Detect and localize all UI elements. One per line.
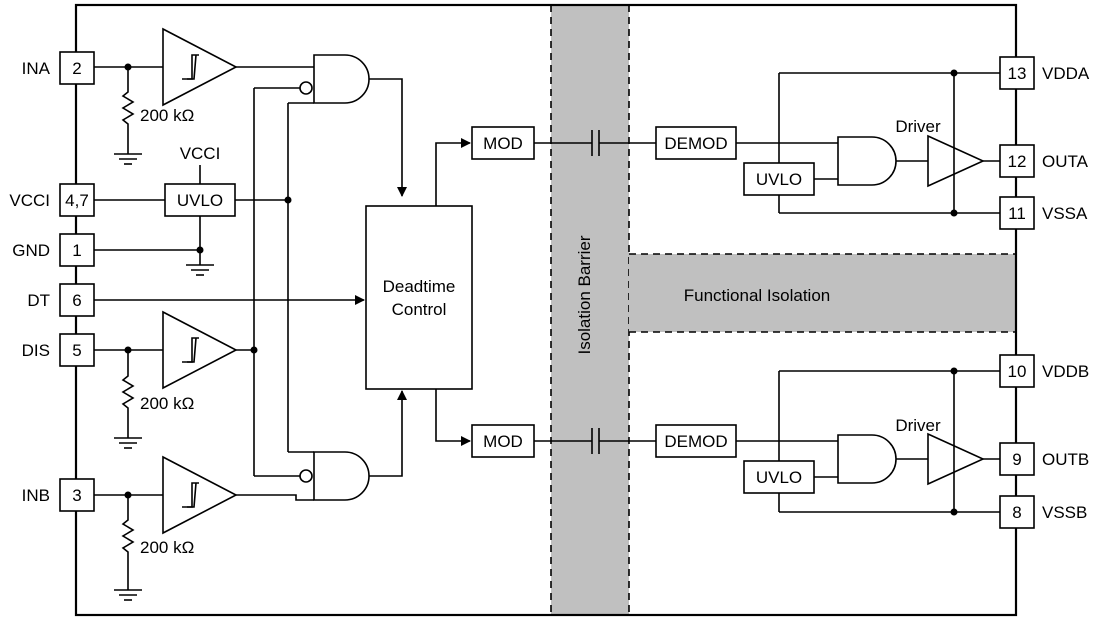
functional-isolation — [629, 254, 1016, 332]
svg-text:DT: DT — [27, 291, 50, 310]
svg-text:11: 11 — [1008, 204, 1026, 223]
vcci-supply-label: VCCI — [180, 144, 221, 163]
svg-text:INB: INB — [22, 486, 50, 505]
functional-isolation-label: Functional Isolation — [684, 286, 830, 305]
svg-text:Deadtime: Deadtime — [383, 277, 456, 296]
pin-outa: 12 OUTA — [999, 144, 1089, 178]
mod-a: MOD — [471, 126, 535, 160]
pin-vcci: 4,7 VCCI — [9, 183, 95, 217]
ground-icon — [114, 437, 142, 449]
ground-icon — [114, 589, 142, 601]
pin-ina: 2 INA — [22, 51, 95, 85]
svg-text:3: 3 — [72, 486, 81, 505]
uvlo-input: UVLO — [164, 183, 236, 217]
svg-text:200 kΩ: 200 kΩ — [140, 394, 194, 413]
pin-inb: 3 INB — [22, 478, 95, 512]
svg-text:DEMOD: DEMOD — [664, 134, 727, 153]
pin-outb: 9 OUTB — [999, 442, 1089, 476]
svg-text:MOD: MOD — [483, 134, 523, 153]
mod-b: MOD — [471, 424, 535, 458]
svg-text:OUTA: OUTA — [1042, 152, 1089, 171]
svg-text:8: 8 — [1012, 503, 1021, 522]
svg-text:UVLO: UVLO — [756, 170, 802, 189]
svg-text:2: 2 — [72, 59, 81, 78]
schmitt-buffer-dis — [162, 310, 238, 390]
schmitt-buffer-ina — [162, 27, 238, 107]
driver-a-label: Driver — [895, 117, 941, 136]
svg-text:UVLO: UVLO — [756, 468, 802, 487]
svg-text:5: 5 — [72, 341, 81, 360]
svg-text:13: 13 — [1008, 64, 1027, 83]
pin-dis: 5 DIS — [22, 333, 95, 367]
resistor-inb: 200 kΩ — [114, 495, 194, 601]
uvlo-a: UVLO — [743, 162, 815, 196]
svg-text:200 kΩ: 200 kΩ — [140, 106, 194, 125]
resistor-dis: 200 kΩ — [114, 350, 194, 449]
and-gate-out-b — [837, 434, 897, 484]
driver-b-label: Driver — [895, 416, 941, 435]
svg-text:10: 10 — [1008, 362, 1027, 381]
svg-text:UVLO: UVLO — [177, 191, 223, 210]
demod-a: DEMOD — [655, 126, 737, 160]
deadtime-control: Deadtime Control — [365, 205, 473, 390]
svg-text:9: 9 — [1012, 450, 1021, 469]
svg-text:VDDB: VDDB — [1042, 362, 1089, 381]
svg-text:VSSA: VSSA — [1042, 204, 1088, 223]
svg-text:VSSB: VSSB — [1042, 503, 1087, 522]
svg-text:Control: Control — [392, 300, 447, 319]
pin-vssa: 11 VSSA — [999, 196, 1088, 230]
svg-text:DIS: DIS — [22, 341, 50, 360]
isolation-barrier-label: Isolation Barrier — [575, 235, 594, 354]
driver-b — [927, 432, 985, 486]
resistor-ina: 200 kΩ — [114, 67, 194, 165]
pin-vddb: 10 VDDB — [999, 354, 1089, 388]
svg-text:12: 12 — [1008, 152, 1027, 171]
svg-text:4,7: 4,7 — [65, 191, 89, 210]
demod-b: DEMOD — [655, 424, 737, 458]
pin-vssb: 8 VSSB — [999, 495, 1087, 529]
pin-dt: 6 DT — [27, 283, 95, 317]
svg-text:OUTB: OUTB — [1042, 450, 1089, 469]
uvlo-b: UVLO — [743, 460, 815, 494]
capacitor-a — [534, 130, 656, 156]
svg-text:6: 6 — [72, 291, 81, 310]
capacitor-b — [534, 428, 656, 454]
svg-text:1: 1 — [72, 241, 81, 260]
driver-a — [927, 134, 985, 188]
svg-text:200 kΩ: 200 kΩ — [140, 538, 194, 557]
svg-text:VDDA: VDDA — [1042, 64, 1090, 83]
pin-vdda: 13 VDDA — [999, 56, 1090, 90]
svg-text:INA: INA — [22, 59, 51, 78]
svg-text:GND: GND — [12, 241, 50, 260]
svg-text:VCCI: VCCI — [9, 191, 50, 210]
pin-gnd: 1 GND — [12, 233, 95, 267]
and-gate-out-a — [837, 136, 897, 186]
ground-icon — [186, 264, 214, 276]
svg-text:MOD: MOD — [483, 432, 523, 451]
svg-text:DEMOD: DEMOD — [664, 432, 727, 451]
isolation-barrier — [551, 5, 629, 615]
ground-icon — [114, 153, 142, 165]
schmitt-buffer-inb — [162, 455, 238, 535]
and-gate-a — [299, 54, 370, 104]
and-gate-b — [299, 451, 370, 501]
